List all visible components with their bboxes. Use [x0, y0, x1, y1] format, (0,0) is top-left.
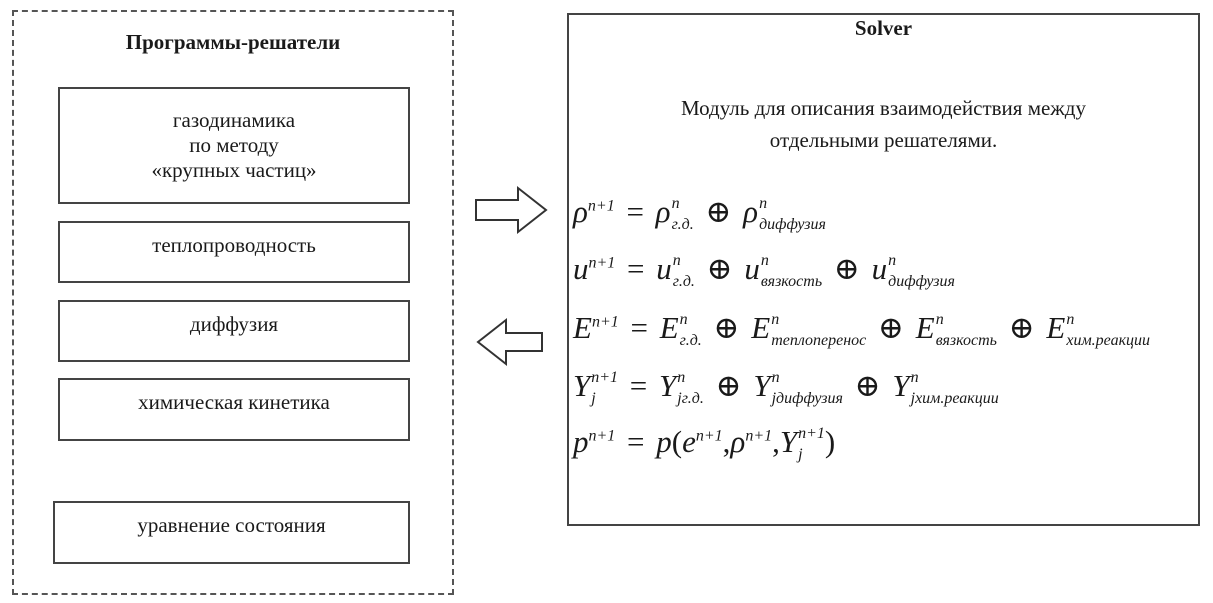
- eq-sup: n: [771, 369, 780, 387]
- eq-sub: вязкость: [935, 332, 997, 350]
- eq-sup: n+1: [798, 425, 825, 443]
- solver-panel-title: Solver: [854, 16, 913, 40]
- eq-sup: n: [1066, 311, 1075, 329]
- oplus-symbol: ⊕: [833, 251, 860, 286]
- eq-sup: n+1: [591, 369, 619, 387]
- eq-symbol: u: [744, 251, 760, 286]
- oplus-symbol: ⊕: [715, 368, 742, 403]
- eq-equals: =: [626, 194, 644, 229]
- eq-sub: jхим.реакции: [910, 390, 999, 408]
- eq-symbol: u: [871, 251, 888, 286]
- eq-sub: г.д.: [672, 273, 695, 291]
- heat-conduction-box: теплопроводность: [58, 221, 410, 283]
- eq-equals: =: [627, 251, 645, 286]
- eq-symbol: E: [915, 310, 935, 345]
- eq-symbol: p: [573, 424, 589, 459]
- eq-sup: n: [935, 311, 944, 329]
- eq-symbol: E: [751, 310, 771, 345]
- eq-sub: j: [798, 446, 803, 464]
- oplus-symbol: ⊕: [705, 194, 732, 229]
- eq-sub: jг.д.: [677, 390, 704, 408]
- eq-sub: г.д.: [679, 332, 702, 350]
- eq-equals: =: [630, 310, 648, 345]
- eq-sub: диффузия: [759, 216, 826, 234]
- eq-sup: n+1: [588, 254, 616, 272]
- eq-symbol: ρ: [730, 424, 746, 459]
- eq-symbol: ρ: [743, 194, 759, 229]
- eq-sup: n: [677, 369, 686, 387]
- box-line: уравнение состояния: [137, 513, 326, 537]
- eq-symbol: E: [1046, 310, 1066, 345]
- eq-symbol: Y: [659, 368, 677, 403]
- solvers-panel: [12, 10, 454, 595]
- eq-sup: n: [759, 195, 768, 213]
- eq-symbol: E: [573, 310, 592, 345]
- eq-sup: n+1: [588, 427, 616, 445]
- box-line: «крупных частиц»: [151, 158, 317, 182]
- eq-symbol: Y: [573, 368, 591, 403]
- eq-sup: n: [679, 311, 688, 329]
- eq-sup: n: [910, 369, 919, 387]
- eq-comma: ,: [722, 424, 731, 459]
- description-line: Модуль для описания взаимодействия между: [680, 96, 1086, 120]
- eq-sup: n+1: [591, 313, 619, 331]
- box-line: газодинамика: [172, 108, 296, 132]
- eq-symbol: ρ: [655, 194, 671, 229]
- box-line: по методу: [189, 133, 279, 157]
- eq-symbol: Y: [892, 368, 910, 403]
- oplus-symbol: ⊕: [854, 368, 881, 403]
- solver-description: Модуль для описания взаимодействия между…: [567, 92, 1200, 156]
- eq-sub: г.д.: [671, 216, 694, 234]
- eq-sup: n+1: [745, 427, 773, 445]
- equation-of-state-box: уравнение состояния: [53, 501, 410, 564]
- arrow-right-icon: [475, 185, 548, 235]
- eq-symbol: Y: [779, 424, 798, 459]
- eq-comma: ,: [772, 424, 780, 459]
- eq-symbol: ρ: [573, 194, 588, 229]
- chemical-kinetics-box: химическая кинетика: [58, 378, 410, 441]
- solver-panel: [567, 13, 1200, 526]
- eq-symbol: e: [682, 424, 696, 459]
- diffusion-box: диффузия: [58, 300, 410, 362]
- eq-sub: jдиффузия: [771, 390, 843, 408]
- eq-sub: теплоперенос: [771, 332, 867, 350]
- eq-sub: j: [591, 390, 596, 408]
- eq-paren: (: [671, 424, 683, 459]
- flow-arrows: [475, 185, 548, 367]
- eq-symbol: u: [656, 251, 672, 286]
- eq-sub: вязкость: [760, 273, 823, 291]
- eq-sup: n+1: [695, 427, 723, 445]
- eq-symbol: E: [659, 310, 679, 345]
- eq-sup: n: [760, 252, 769, 270]
- eq-equals: =: [627, 424, 645, 459]
- box-line: химическая кинетика: [138, 390, 330, 414]
- eq-symbol: Y: [753, 368, 771, 403]
- eq-function: p: [656, 424, 672, 459]
- oplus-symbol: ⊕: [706, 251, 733, 286]
- description-line: отдельными решателями.: [769, 128, 998, 152]
- box-line: диффузия: [189, 312, 279, 336]
- eq-sup: n: [771, 311, 780, 329]
- eq-sub: хим.реакции: [1066, 332, 1151, 350]
- oplus-symbol: ⊕: [878, 310, 905, 345]
- eq-sub: диффузия: [888, 273, 955, 291]
- arrow-left-icon: [476, 317, 543, 367]
- solvers-panel-title: Программы-решатели: [125, 30, 341, 54]
- eq-sup: n: [672, 252, 681, 270]
- eq-sup: n+1: [587, 197, 615, 215]
- box-line: теплопроводность: [152, 233, 316, 257]
- eq-sup: n: [671, 195, 680, 213]
- eq-paren: ): [824, 424, 836, 459]
- gas-dynamics-box: газодинамика по методу «крупных частиц»: [58, 87, 410, 204]
- eq-sup: n: [888, 252, 897, 270]
- oplus-symbol: ⊕: [1008, 310, 1035, 345]
- eq-symbol: u: [573, 251, 589, 286]
- oplus-symbol: ⊕: [713, 310, 740, 345]
- eq-equals: =: [629, 368, 648, 403]
